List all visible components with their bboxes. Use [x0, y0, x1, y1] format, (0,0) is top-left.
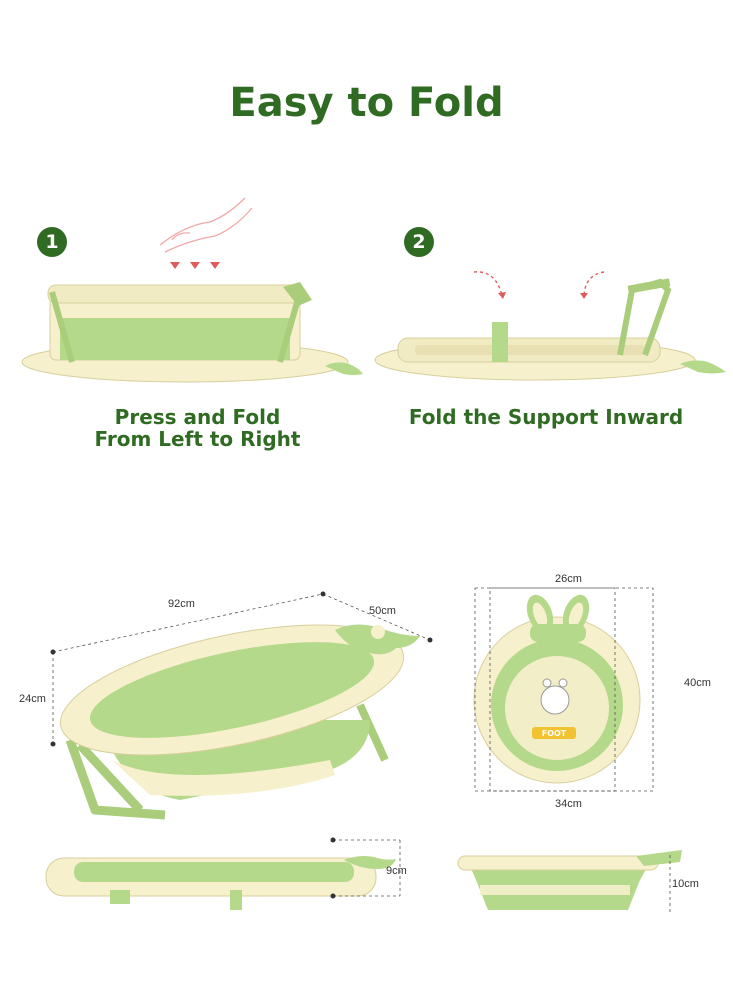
tub-dimension-lines [50, 591, 433, 747]
fold-inward-arrows-icon [473, 271, 605, 297]
step-1-caption: Press and Fold From Left to Right [65, 406, 330, 450]
page-title: Easy to Fold [229, 80, 504, 126]
basin-foot-label: FOOT [542, 729, 567, 738]
tub-open-image [59, 624, 420, 820]
press-arrows-icon [170, 262, 220, 269]
step-1-caption-line1: Press and Fold [114, 405, 281, 429]
tub-height-label: 24cm [19, 693, 46, 705]
step-2-badge: 2 [404, 227, 434, 257]
tub-step1-image [21, 282, 363, 383]
basin-top-width-label: 26cm [555, 573, 582, 585]
pressing-hand-icon [159, 197, 253, 253]
step-1-badge: 1 [37, 227, 67, 257]
step-1-caption-line2: From Left to Right [94, 427, 301, 451]
tub-length-label: 92cm [168, 598, 195, 610]
tub-step2-image [374, 278, 726, 381]
tub-folded-height-label: 9cm [386, 865, 407, 877]
basin-length-label: 40cm [684, 677, 711, 689]
step-2-caption: Fold the Support Inward [408, 405, 684, 429]
basin-folded-image [457, 850, 682, 910]
basin-bottom-width-label: 34cm [555, 798, 582, 810]
tub-folded-image [45, 856, 396, 910]
tub-width-label: 50cm [369, 605, 396, 617]
basin-dimension-lines [474, 587, 654, 792]
basin-open-image: FOOT [473, 594, 641, 784]
basin-folded-height-label: 10cm [672, 878, 699, 890]
